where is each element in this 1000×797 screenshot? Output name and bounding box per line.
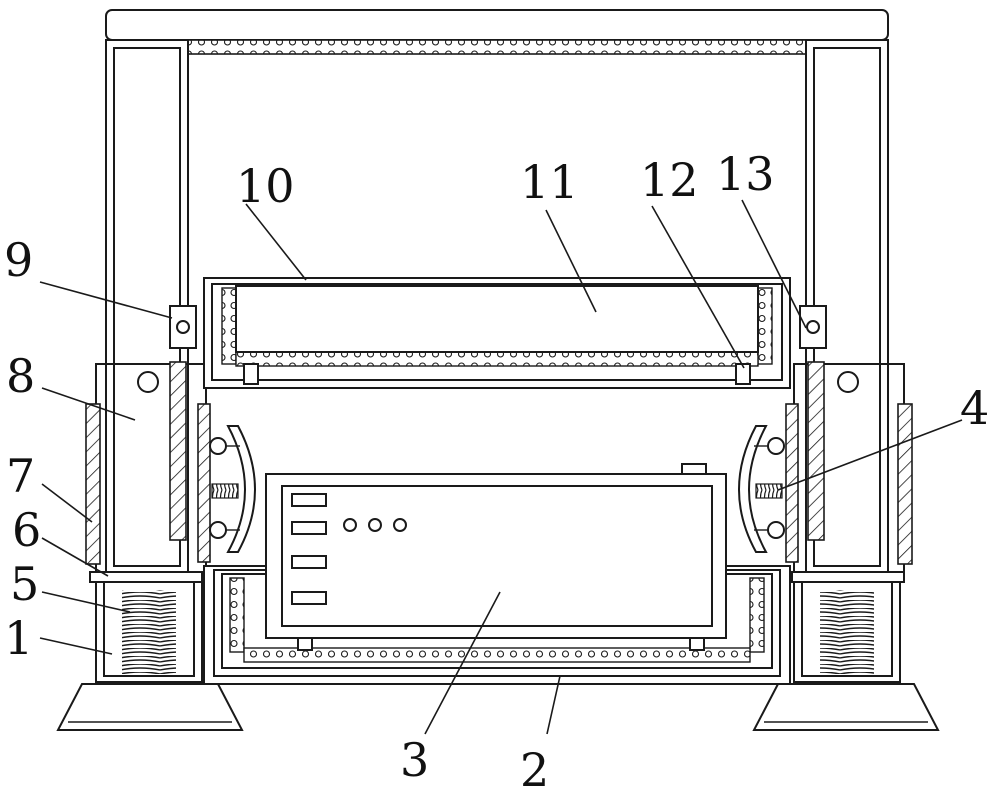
label-5: 5 bbox=[10, 557, 39, 611]
left-inner-hatch bbox=[169, 361, 187, 541]
label-4: 4 bbox=[960, 381, 989, 435]
label-10: 10 bbox=[236, 159, 295, 213]
upper-clamp bbox=[169, 277, 827, 389]
upper-press-plate bbox=[235, 285, 759, 353]
device-port-3 bbox=[291, 555, 327, 569]
left-outer-hatch bbox=[85, 403, 101, 565]
label-2: 2 bbox=[520, 743, 549, 797]
label-8: 8 bbox=[6, 349, 35, 403]
right-outer-hatch bbox=[897, 403, 913, 565]
left-sleeve bbox=[85, 361, 211, 583]
label-3: 3 bbox=[400, 733, 429, 787]
left-spring bbox=[122, 590, 176, 674]
left-column-pin bbox=[137, 371, 159, 393]
left-side-pad bbox=[209, 425, 256, 553]
right-spring-plate bbox=[791, 571, 905, 583]
label-13: 13 bbox=[716, 147, 775, 201]
left-spring-plate bbox=[89, 571, 203, 583]
label-7: 7 bbox=[6, 449, 35, 503]
left-foot bbox=[56, 683, 244, 731]
label-6: 6 bbox=[12, 503, 41, 557]
device-port-1 bbox=[291, 493, 327, 507]
right-base bbox=[752, 581, 940, 731]
clamped-device bbox=[265, 463, 727, 639]
top-cushion-strip bbox=[185, 39, 807, 55]
label-9: 9 bbox=[4, 233, 33, 287]
right-foot bbox=[752, 683, 940, 731]
device-indicator-1 bbox=[343, 518, 357, 532]
device-indicator-3 bbox=[393, 518, 407, 532]
device-port-4 bbox=[291, 591, 327, 605]
right-hinge bbox=[799, 305, 827, 349]
right-side-pad bbox=[738, 425, 785, 553]
label-12: 12 bbox=[640, 153, 699, 207]
part-labels: 1 2 3 4 5 6 7 8 9 10 11 12 13 bbox=[4, 147, 989, 797]
right-column-pin bbox=[837, 371, 859, 393]
left-base bbox=[56, 581, 244, 731]
label-11: 11 bbox=[520, 155, 579, 209]
device-indicator-2 bbox=[368, 518, 382, 532]
left-inner-hatch-2 bbox=[197, 403, 211, 563]
leader-lines bbox=[39, 199, 963, 735]
label-1: 1 bbox=[4, 611, 33, 665]
right-spring bbox=[820, 590, 874, 674]
device-button bbox=[681, 463, 707, 475]
device-port-2 bbox=[291, 521, 327, 535]
top-frame bbox=[105, 9, 889, 55]
right-inner-hatch bbox=[807, 361, 825, 541]
